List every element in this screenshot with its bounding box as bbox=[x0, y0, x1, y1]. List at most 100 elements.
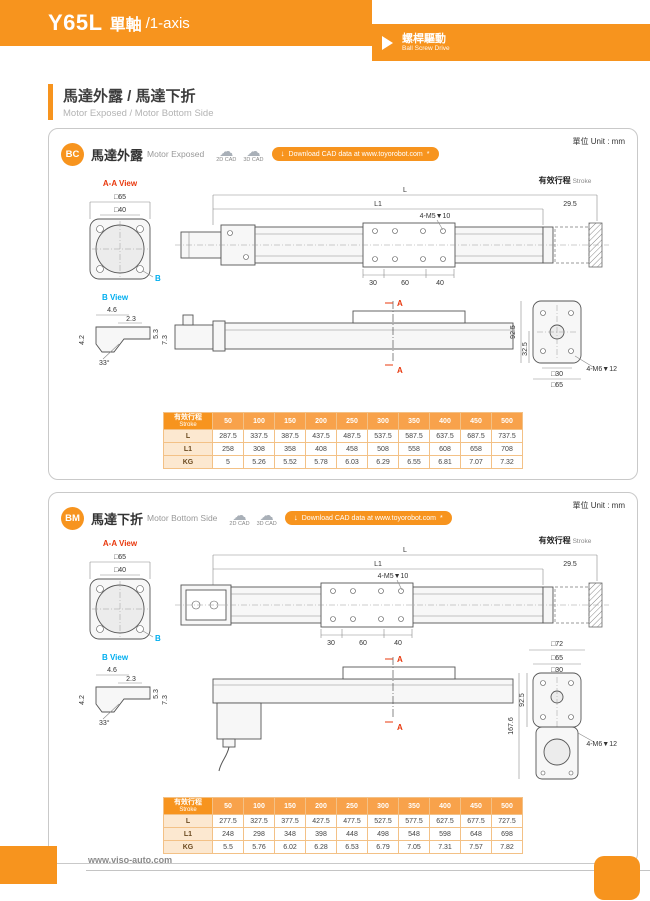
cloud-download-icon: ☁ bbox=[246, 142, 261, 159]
axis-label-cn: 單軸 bbox=[109, 17, 142, 34]
spec-value-cell: 6.28 bbox=[305, 840, 337, 854]
spec-value-cell: 537.5 bbox=[367, 429, 399, 443]
cad-3d-link[interactable]: ☁ 3D CAD bbox=[256, 508, 277, 527]
spec-row-label: L1 bbox=[163, 827, 213, 841]
cad-3d-label: 3D CAD bbox=[256, 520, 277, 527]
spec-value-cell: 7.07 bbox=[460, 455, 492, 469]
spec-value-cell: 377.5 bbox=[274, 814, 306, 828]
dim-sq72: □72 bbox=[551, 641, 563, 648]
spec-value-cell: 298 bbox=[243, 827, 275, 841]
spec-row-label: L bbox=[163, 814, 213, 828]
cad-2d-label: 2D CAD bbox=[216, 156, 237, 163]
panel-title-en: Motor Exposed bbox=[147, 149, 205, 159]
spec-value-cell: 6.02 bbox=[274, 840, 306, 854]
download-arrow-icon: ↓ bbox=[280, 149, 285, 158]
stroke-column-header: 200 bbox=[305, 797, 337, 815]
spec-value-cell: 398 bbox=[305, 827, 337, 841]
spec-value-cell: 5.76 bbox=[243, 840, 275, 854]
spec-value-cell: 648 bbox=[460, 827, 492, 841]
dim-label: □40 bbox=[114, 567, 126, 574]
footer-url: www.viso-auto.com bbox=[88, 855, 173, 865]
tap-callout: 4-M6▼12 bbox=[586, 366, 617, 373]
download-cad-button[interactable]: ↓ Download CAD data at www.toyorobot.com… bbox=[271, 147, 439, 161]
cad-2d-link[interactable]: ☁ 2D CAD bbox=[229, 506, 249, 527]
dim-40: 40 bbox=[394, 640, 402, 647]
aa-view-drawing: A-A View □65 □40 B bbox=[89, 179, 161, 283]
cad-2d-link[interactable]: ☁ 2D CAD bbox=[216, 144, 237, 163]
stroke-column-header: 150 bbox=[274, 797, 306, 815]
tap-callout: 4-M5▼10 bbox=[420, 213, 451, 220]
stroke-end-block bbox=[588, 582, 603, 628]
stroke-column-header: 50 bbox=[212, 797, 244, 815]
asterisk-icon: * bbox=[426, 150, 430, 158]
stroke-column-header: 300 bbox=[367, 412, 399, 430]
stroke-column-header: 500 bbox=[491, 412, 523, 430]
dim-label: 4.6 bbox=[107, 307, 117, 314]
dim-167-6: 167.6 bbox=[508, 717, 515, 735]
spec-row-label: KG bbox=[163, 455, 213, 469]
aa-view-label: A-A View bbox=[103, 539, 138, 548]
dim-label: 4.2 bbox=[79, 695, 86, 705]
panel-motor-bottom-side: 單位 Unit : mm BM 馬達下折 Motor Bottom Side ☁… bbox=[48, 492, 638, 864]
dim-sq65: □65 bbox=[551, 382, 563, 389]
spec-value-cell: 337.5 bbox=[243, 429, 275, 443]
unit-label: 單位 Unit : mm bbox=[572, 501, 625, 510]
bc-badge: BC bbox=[61, 142, 84, 166]
cad-links: ☁ 2D CAD ☁ 3D CAD bbox=[229, 506, 277, 527]
spec-value-cell: 5.52 bbox=[274, 455, 306, 469]
spec-value-cell: 408 bbox=[305, 442, 337, 456]
section-arrow-a: A bbox=[397, 299, 403, 308]
side-view-drawing: A A 92.5 32.5 □30 □65 4-M6▼12 bbox=[174, 299, 617, 389]
stroke-column-header: 350 bbox=[398, 412, 430, 430]
spec-value-cell: 737.5 bbox=[491, 429, 523, 443]
spec-value-cell: 577.5 bbox=[398, 814, 430, 828]
download-cad-label: Download CAD data at www.toyorobot.com bbox=[288, 150, 423, 158]
stroke-column-header: 300 bbox=[367, 797, 399, 815]
dim-60: 60 bbox=[359, 640, 367, 647]
spec-value-cell: 6.81 bbox=[429, 455, 461, 469]
drive-type-banner: 螺桿驅動 Ball Screw Drive bbox=[372, 24, 650, 61]
spec-value-cell: 258 bbox=[212, 442, 244, 456]
dim-label: □40 bbox=[114, 207, 126, 214]
spec-value-cell: 7.32 bbox=[491, 455, 523, 469]
stroke-column-header: 100 bbox=[243, 797, 275, 815]
spec-value-cell: 658 bbox=[460, 442, 492, 456]
footer-corner-block bbox=[594, 856, 640, 900]
b-ref-label: B bbox=[155, 274, 161, 283]
panel-header: BM 馬達下折 Motor Bottom Side ☁ 2D CAD ☁ 3D … bbox=[61, 505, 452, 531]
axis-label-en: /1-axis bbox=[145, 14, 190, 32]
footer-divider bbox=[86, 870, 650, 871]
dim-30: 30 bbox=[327, 640, 335, 647]
stroke-column-header: 100 bbox=[243, 412, 275, 430]
bc-technical-drawing: A-A View □65 □40 B B View 4.6 2.3 4.2 5.… bbox=[79, 175, 617, 389]
spec-value-cell: 698 bbox=[491, 827, 523, 841]
unit-label: 單位 Unit : mm bbox=[572, 137, 625, 146]
dim-L: L bbox=[403, 547, 407, 554]
spec-row-label: L1 bbox=[163, 442, 213, 456]
download-arrow-icon: ↓ bbox=[293, 513, 298, 522]
bm-technical-drawing: A-A View □65 □40 B B View 4.6 2.3 4.2 5.… bbox=[79, 535, 617, 780]
spec-value-cell: 5 bbox=[212, 455, 244, 469]
cad-3d-link[interactable]: ☁ 3D CAD bbox=[243, 142, 263, 163]
cad-links: ☁ 2D CAD ☁ 3D CAD bbox=[216, 142, 263, 163]
section-title-en: Motor Exposed / Motor Bottom Side bbox=[63, 108, 214, 119]
cloud-download-icon: ☁ bbox=[232, 506, 247, 523]
spec-value-cell: 5.78 bbox=[305, 455, 337, 469]
dim-label: 4.2 bbox=[79, 335, 86, 345]
download-cad-button[interactable]: ↓ Download CAD data at www.toyorobot.com… bbox=[284, 511, 452, 525]
spec-value-cell: 687.5 bbox=[460, 429, 492, 443]
dim-92-5: 92.5 bbox=[519, 693, 526, 707]
spec-value-cell: 508 bbox=[367, 442, 399, 456]
bm-badge: BM bbox=[61, 506, 84, 530]
dim-32-5: 32.5 bbox=[522, 342, 529, 356]
spec-value-cell: 358 bbox=[274, 442, 306, 456]
stroke-column-header: 250 bbox=[336, 412, 368, 430]
model-name: Y65L bbox=[48, 10, 103, 35]
